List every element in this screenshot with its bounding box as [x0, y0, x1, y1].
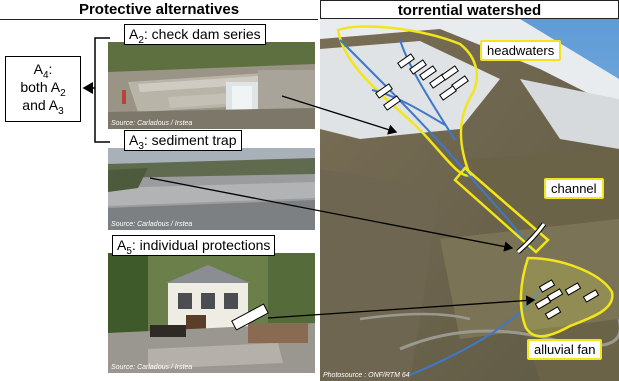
channel-label: channel — [544, 178, 604, 199]
a4-both-box: A4: both A2 and A3 — [5, 56, 81, 122]
a2-caption-main: A — [129, 26, 139, 42]
sediment-trap-illustration — [108, 148, 315, 230]
a2-caption-text: : check dam series — [143, 26, 261, 42]
a4-line2: both A2 — [20, 79, 66, 99]
torrential-watershed-header: torrential watershed — [320, 0, 619, 19]
a3-caption-main: A — [129, 132, 139, 148]
a5-caption-text: : individual protections — [131, 237, 271, 253]
a5-caption-sub: 5 — [126, 245, 132, 257]
watershed-photo: Photosource : ONF/RTM 64 — [320, 19, 619, 381]
check-dam-photo-source: Source: Carladous / Irstea — [111, 120, 193, 127]
a2-caption-sub: 2 — [138, 34, 144, 46]
check-dam-photo: Source: Carladous / Irstea — [108, 42, 315, 129]
a4-line1: A4: — [33, 61, 53, 81]
protective-alternatives-header: Protective alternatives — [0, 0, 318, 20]
a3-caption-text: : sediment trap — [143, 132, 237, 148]
individual-protections-photo-source: Source: Carladous / Irstea — [111, 364, 193, 371]
a2-caption: A2: check dam series — [124, 24, 266, 45]
a3-caption-sub: 3 — [138, 140, 144, 152]
a5-caption-main: A — [117, 237, 127, 253]
watershed-photo-source: Photosource : ONF/RTM 64 — [323, 372, 410, 379]
headwaters-label: headwaters — [480, 40, 562, 61]
sediment-trap-photo-source: Source: Carladous / Irstea — [111, 221, 193, 228]
house-illustration — [108, 253, 315, 373]
a5-caption: A5: individual protections — [112, 235, 276, 257]
a4-line3: and A3 — [22, 97, 64, 117]
individual-protections-photo: Source: Carladous / Irstea — [108, 253, 315, 373]
alluvial-fan-label: alluvial fan — [527, 339, 603, 360]
watershed-illustration — [320, 19, 619, 381]
a3-caption: A3: sediment trap — [124, 130, 242, 151]
sediment-trap-photo: Source: Carladous / Irstea — [108, 148, 315, 230]
check-dam-illustration — [108, 42, 315, 129]
